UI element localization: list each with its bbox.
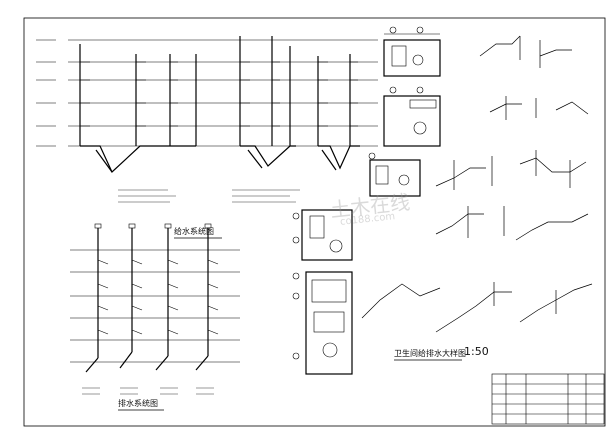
drainage-title: 排水系统图 xyxy=(118,399,158,408)
drainage-system xyxy=(70,223,240,395)
water-supply-system xyxy=(36,36,378,203)
sheet-frame xyxy=(23,17,606,427)
bathroom-scale: 1:50 xyxy=(464,345,489,358)
title-block xyxy=(491,373,605,425)
water-supply-title: 给水系统图 xyxy=(174,227,214,236)
bathroom-plan-top xyxy=(292,26,441,375)
isometric-details xyxy=(361,35,593,333)
bathroom-detail-title: 卫生间给排水大样图 xyxy=(394,349,466,358)
